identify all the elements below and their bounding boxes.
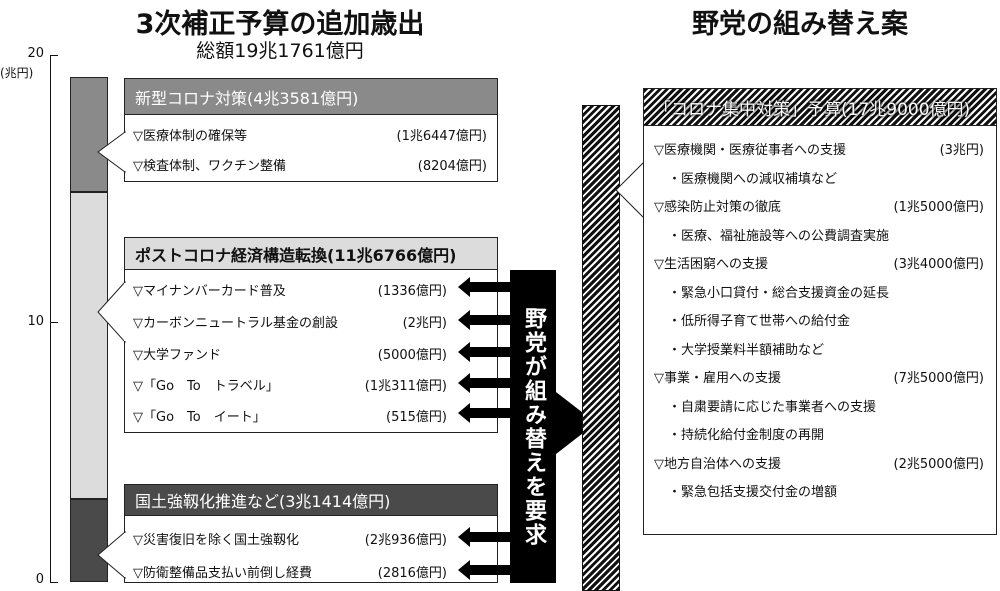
- item-label: ▽大学ファンド: [133, 348, 221, 363]
- plan-item-label: ▽生活困窮への支援: [654, 257, 768, 272]
- item-amount: (1兆311億円): [364, 379, 447, 394]
- opposition-bar: [582, 105, 620, 591]
- item-label: ▽「Go To トラベル」: [133, 379, 279, 394]
- bar-segment-resilience: [70, 499, 108, 582]
- item-label: ▽災害復旧を除く国土強靱化: [133, 533, 299, 548]
- plan-item: ▽生活困窮への支援 (3兆4000億円): [654, 253, 984, 272]
- callout-pointer: [615, 160, 645, 220]
- right-title: 野党の組み替え案: [692, 9, 908, 40]
- left-arrow-icon: [458, 310, 512, 330]
- item-amount: (1兆6447億円): [396, 129, 488, 144]
- plan-item: ▽事業・雇用への支援 (7兆5000億円): [654, 367, 984, 386]
- plan-item: ・医療、福祉施設等への公費調査実施: [654, 225, 984, 244]
- callout-pointer: [97, 530, 126, 580]
- plan-item-label: ・自粛要請に応じた事業者への支援: [668, 399, 877, 415]
- item-amount: (2兆936億円): [364, 533, 447, 548]
- tick-label-0: 0: [35, 572, 44, 587]
- opposition-plan-box: 「コロナ集中対策」予算(17兆9000億円) ▽医療機関・医療従事者への支援 (3…: [643, 88, 997, 535]
- opposition-demand-label: 野党が組み替えを要求: [521, 306, 546, 547]
- plan-item-label: ・医療、福祉施設等への公費調査実施: [668, 228, 890, 244]
- tick-20: [50, 55, 58, 56]
- group-resilience: 国土強靱化推進など(3兆1414億円) ▽災害復旧を除く国土強靱化 (2兆936億…: [124, 484, 498, 583]
- plan-item-label: ・低所得子育て世帯への給付金: [668, 314, 851, 329]
- tick-10: [50, 322, 58, 323]
- plan-header: 「コロナ集中対策」予算(17兆9000億円): [644, 89, 996, 126]
- plan-item: ▽感染防止対策の徹底 (1兆5000億円): [654, 196, 984, 215]
- callout-pointer: [97, 131, 126, 173]
- item-label: ▽カーボンニュートラル基金の創設: [133, 316, 338, 331]
- item-amount: (2兆円): [402, 316, 447, 331]
- plan-item: ・緊急小口貸付・総合支援資金の延長: [654, 282, 984, 301]
- group-header: 新型コロナ対策(4兆3581億円): [125, 79, 497, 115]
- plan-item: ・緊急包括支援交付金の増額: [654, 481, 984, 500]
- left-arrow-icon: [458, 277, 512, 297]
- tick-label-20: 20: [27, 46, 44, 61]
- plan-item-label: ▽医療機関・医療従事者への支援: [654, 143, 846, 158]
- item-label: ▽「Go To イート」: [133, 410, 266, 425]
- plan-item-label: ・持続化給付金制度の再開: [668, 428, 825, 443]
- group-corona: 新型コロナ対策(4兆3581億円) ▽医療体制の確保等 (1兆6447億円) ▽検…: [124, 78, 498, 182]
- item-amount: (1336億円): [377, 284, 447, 299]
- left-title: 3次補正予算の追加歳出: [135, 9, 425, 40]
- plan-item-label: ▽地方自治体への支援: [654, 456, 781, 472]
- left-arrow-icon: [458, 373, 512, 393]
- opposition-demand-banner: 野党が組み替えを要求: [510, 270, 556, 583]
- group-header: 国土強靱化推進など(3兆1414億円): [125, 485, 497, 516]
- item-label: ▽医療体制の確保等: [133, 129, 247, 144]
- item-amount: (2816億円): [377, 566, 447, 581]
- plan-item-label: ・緊急包括支援交付金の増額: [668, 485, 838, 500]
- left-arrow-icon: [458, 527, 512, 547]
- plan-item-label: ・医療機関への減収補填など: [668, 171, 838, 187]
- bar-segment-corona: [70, 76, 108, 192]
- left-subtitle: 総額19兆1761億円: [196, 40, 364, 62]
- item-label: ▽マイナンバーカード普及: [133, 284, 286, 299]
- plan-item: ・自粛要請に応じた事業者への支援: [654, 396, 984, 415]
- left-arrow-icon: [458, 342, 512, 362]
- item-amount: (8204億円): [417, 159, 487, 174]
- plan-item: ・大学授業料半額補助など: [654, 339, 984, 358]
- plan-item-label: ・緊急小口貸付・総合支援資金の延長: [668, 285, 890, 301]
- bar-segment-post-corona: [70, 191, 108, 500]
- item-label: ▽防衛整備品支払い前倒し経費: [133, 566, 312, 581]
- plan-item-amount: (2兆5000億円): [893, 456, 985, 472]
- tick-label-10: 10: [27, 314, 44, 329]
- left-arrow-icon: [458, 560, 512, 580]
- y-axis: [50, 55, 51, 583]
- right-arrow-icon: [556, 392, 596, 454]
- plan-item: ・持続化給付金制度の再開: [654, 424, 984, 443]
- plan-item-amount: (1兆5000億円): [893, 200, 985, 215]
- plan-item-amount: (3兆円): [939, 143, 984, 158]
- group-header: ポストコロナ経済構造転換(11兆6766億円): [125, 238, 497, 270]
- left-arrow-icon: [458, 403, 512, 423]
- tick-0: [50, 582, 58, 583]
- plan-item: ▽地方自治体への支援 (2兆5000億円): [654, 453, 984, 472]
- item-amount: (5000億円): [377, 348, 447, 363]
- plan-item-amount: (7兆5000億円): [893, 371, 985, 386]
- plan-item-label: ▽感染防止対策の徹底: [654, 200, 781, 215]
- plan-item-label: ▽事業・雇用への支援: [654, 371, 781, 386]
- item-label: ▽検査体制、ワクチン整備: [133, 159, 286, 174]
- plan-item: ・低所得子育て世帯への給付金: [654, 310, 984, 329]
- item-amount: (515億円): [386, 410, 447, 425]
- group-post-corona: ポストコロナ経済構造転換(11兆6766億円) ▽マイナンバーカード普及 (133…: [124, 237, 498, 433]
- axis-unit: (兆円): [0, 66, 34, 80]
- plan-item-label: ・大学授業料半額補助など: [668, 342, 825, 358]
- plan-item: ▽医療機関・医療従事者への支援 (3兆円): [654, 139, 984, 158]
- plan-item-amount: (3兆4000億円): [893, 257, 985, 272]
- callout-pointer: [97, 280, 126, 344]
- plan-item: ・医療機関への減収補填など: [654, 168, 984, 187]
